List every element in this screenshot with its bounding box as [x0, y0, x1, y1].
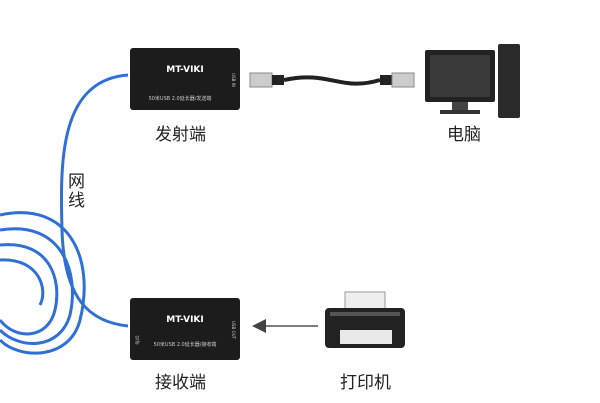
usb-cable [249, 72, 415, 88]
transmitter-model: 50米USB 2.0延长器/发送端 [149, 95, 212, 102]
transmitter-device: MT-VIKI 50米USB 2.0延长器/发送端 USB IN [130, 48, 240, 110]
receiver-brand: MT-VIKI [166, 315, 204, 325]
printer-icon [325, 291, 405, 348]
receiver-device: MT-VIKI 50米USB 2.0延长器/接收端 USB OUT RJ45 [130, 298, 240, 360]
receiver-port: USB OUT [231, 321, 236, 340]
transmitter-brand: MT-VIKI [166, 65, 204, 75]
receiver-port-rj45: RJ45 [135, 335, 140, 345]
transmitter-label: 发射端 [155, 125, 206, 145]
network-cable [0, 73, 129, 355]
computer-icon [425, 44, 520, 118]
transmitter-port: USB IN [231, 73, 236, 87]
receiver-model: 50米USB 2.0延长器/接收端 [154, 341, 217, 348]
receiver-label: 接收端 [155, 373, 206, 393]
computer-label: 电脑 [447, 125, 481, 145]
arrow-icon [252, 319, 318, 333]
printer-label: 打印机 [340, 373, 391, 393]
cable-label: 网线 [64, 172, 84, 210]
